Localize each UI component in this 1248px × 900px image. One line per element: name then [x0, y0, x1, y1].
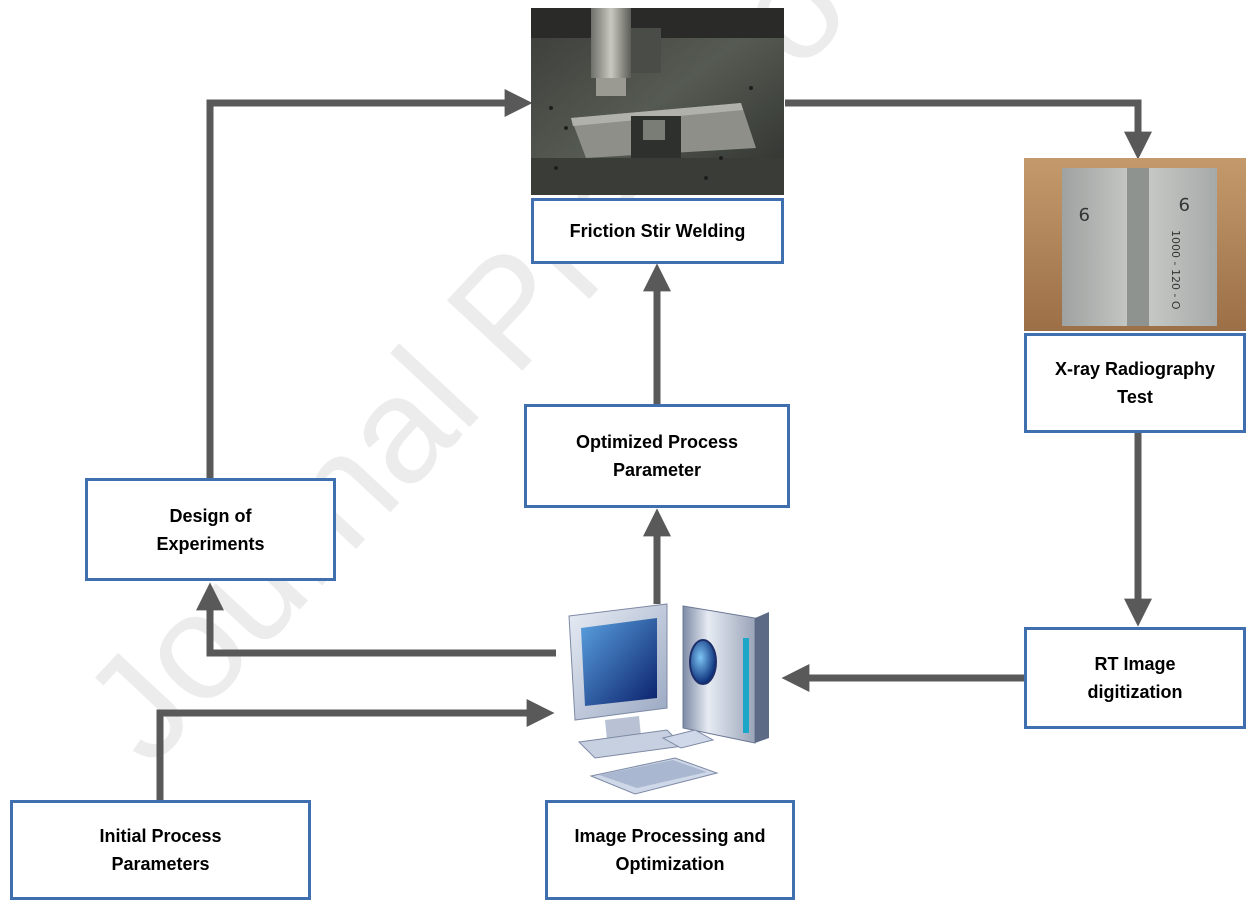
- plate-mark-left: 9: [1079, 203, 1090, 224]
- node-optimized-process-parameter: Optimized Process Parameter: [524, 404, 790, 508]
- node-label: Friction Stir Welding: [569, 221, 746, 241]
- arrow-fsw-to-xray: [785, 99, 1152, 160]
- arrow-initial-to-computer: [156, 699, 555, 800]
- plate-mark-right: 9: [1179, 193, 1190, 214]
- welded-plate-photo: 9 9 1000 - 120 - O: [1024, 158, 1246, 331]
- node-label: Design of Experiments: [156, 505, 265, 554]
- computer-icon: [555, 598, 785, 803]
- node-rt-image-digitization: RT Image digitization: [1024, 627, 1246, 729]
- node-initial-process-parameters: Initial Process Parameters: [10, 800, 311, 900]
- node-xray-radiography-test: X-ray Radiography Test: [1024, 333, 1246, 433]
- node-label: Optimized Process Parameter: [575, 432, 739, 480]
- arrow-doe-to-fsw: [206, 89, 533, 478]
- fsw-machine-photo: [531, 8, 784, 195]
- node-label: Image Processing and Optimization: [574, 826, 766, 874]
- node-label: X-ray Radiography Test: [1054, 359, 1216, 407]
- node-label: RT Image digitization: [1087, 654, 1183, 702]
- node-label: Initial Process Parameters: [99, 826, 222, 874]
- node-friction-stir-welding: Friction Stir Welding: [531, 198, 784, 264]
- node-design-of-experiments: Design of Experiments: [85, 478, 336, 581]
- arrow-computer-to-doe: [196, 582, 556, 657]
- plate-code: 1000 - 120 - O: [1169, 230, 1182, 310]
- node-image-processing-optimization: Image Processing and Optimization: [545, 800, 795, 900]
